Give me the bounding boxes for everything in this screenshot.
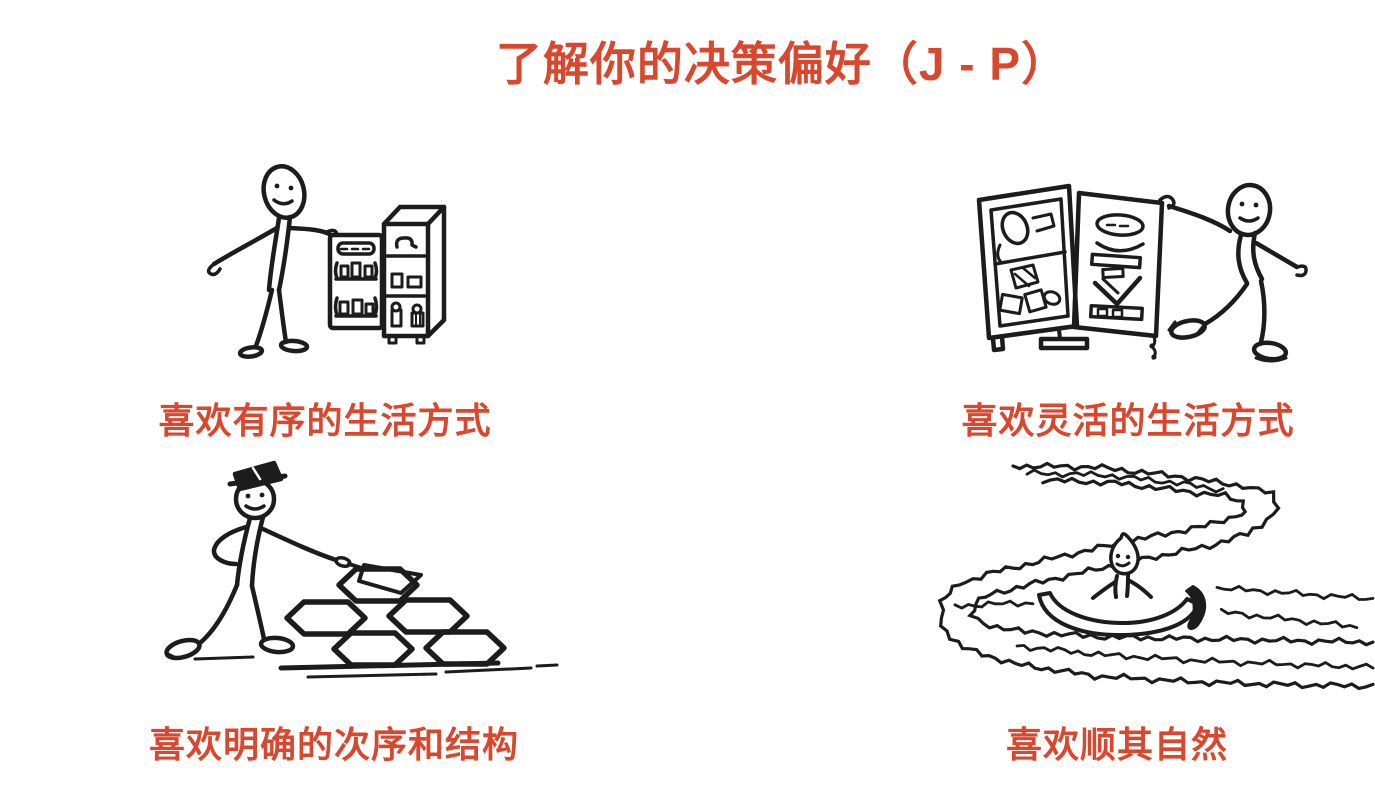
figure-order-structure bbox=[133, 452, 563, 702]
hexagon-builder-illustration bbox=[164, 460, 559, 679]
boat-with-person bbox=[1037, 532, 1207, 638]
figure-orderly-lifestyle bbox=[178, 150, 468, 380]
caption-order-structure: 喜欢明确的次序和结构 bbox=[148, 724, 520, 765]
organized-cabinet-illustration bbox=[206, 164, 447, 359]
winding-river-illustration bbox=[937, 461, 1375, 691]
caption-orderly-lifestyle: 喜欢有序的生活方式 bbox=[158, 400, 492, 441]
page-title: 了解你的决策偏好（J - P） bbox=[495, 38, 1069, 90]
messy-cabinet-illustration bbox=[976, 182, 1308, 363]
figure-go-with-flow bbox=[925, 436, 1375, 691]
caption-go-with-flow: 喜欢顺其自然 bbox=[1005, 724, 1229, 765]
figure-flexible-lifestyle bbox=[953, 146, 1323, 391]
caption-flexible-lifestyle: 喜欢灵活的生活方式 bbox=[961, 400, 1295, 441]
